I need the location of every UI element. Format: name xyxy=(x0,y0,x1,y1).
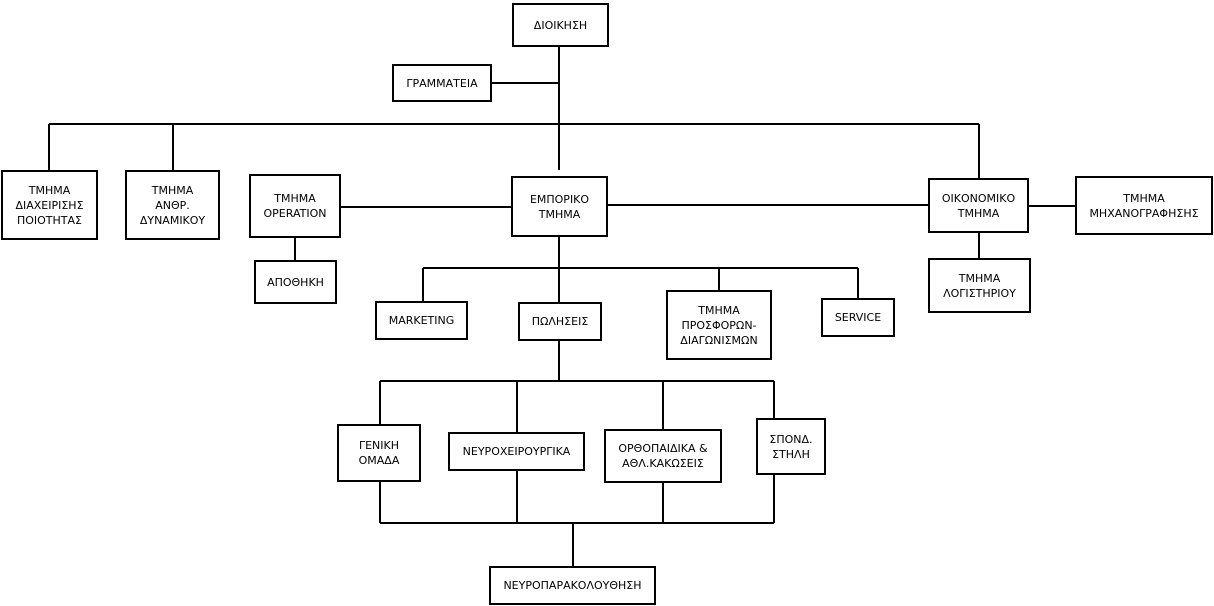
box-geniki-omada: ΓΕΝΙΚΗ ΟΜΑΔΑ xyxy=(337,424,421,482)
box-operation: ΤΜΗΜΑ OPERATION xyxy=(249,174,341,238)
box-prosforon: ΤΜΗΜΑ ΠΡΟΣΦΟΡΩΝ- ΔΙΑΓΩΝΙΣΜΩΝ xyxy=(666,290,772,360)
box-anthr-dynamikou: ΤΜΗΜΑ ΑΝΘΡ. ΔΥΝΑΜΙΚΟΥ xyxy=(125,170,220,240)
box-neyroparakolouthisi: ΝΕΥΡΟΠΑΡΑΚΟΛΟΥΘΗΣΗ xyxy=(489,566,656,605)
box-diaxeirisi-poiotitas: ΤΜΗΜΑ ΔΙΑΧΕΙΡΙΣΗΣ ΠΟΙΟΤΗΤΑΣ xyxy=(1,170,98,240)
box-orthopaidika: ΟΡΘΟΠΑΙΔΙΚΑ & ΑΘΛ.ΚΑΚΩΣΕΙΣ xyxy=(604,429,722,483)
box-spond-stili: ΣΠΟΝΔ. ΣΤΗΛΗ xyxy=(756,418,826,475)
box-poliseis: ΠΩΛΗΣΕΙΣ xyxy=(518,302,602,341)
box-service: SERVICE xyxy=(821,298,895,337)
box-oikonomiko: ΟΙΚΟΝΟΜΙΚΟ ΤΜΗΜΑ xyxy=(928,178,1029,233)
box-dioikisi: ΔΙΟΙΚΗΣΗ xyxy=(512,3,609,47)
box-apothiki: ΑΠΟΘΗΚΗ xyxy=(254,260,337,304)
box-marketing: MARKETING xyxy=(375,301,468,340)
box-neyroxeirourgika: ΝΕΥΡΟΧΕΙΡΟΥΡΓΙΚΑ xyxy=(448,432,585,471)
box-emporiko: ΕΜΠΟΡΙΚΟ ΤΜΗΜΑ xyxy=(511,176,608,237)
box-grammateia: ΓΡΑΜΜΑΤΕΙΑ xyxy=(392,64,492,102)
box-michanografisis: ΤΜΗΜΑ ΜΗΧΑΝΟΓΡΑΦΗΣΗΣ xyxy=(1075,176,1213,235)
box-logistiriou: ΤΜΗΜΑ ΛΟΓΙΣΤΗΡΙΟΥ xyxy=(928,258,1031,313)
